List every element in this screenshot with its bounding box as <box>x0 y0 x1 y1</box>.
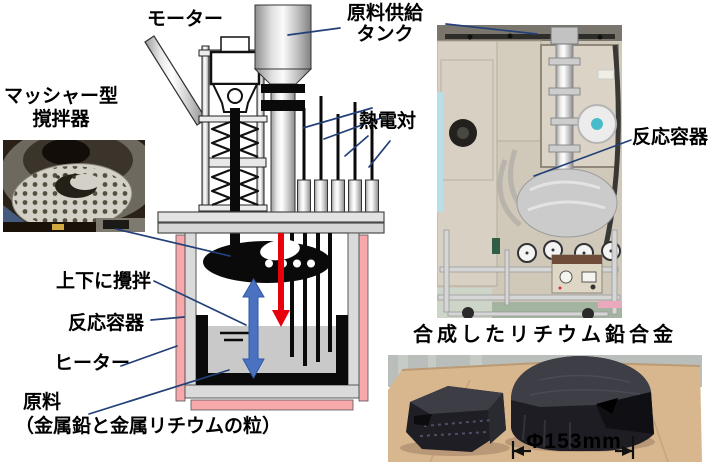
leader-thermo-4 <box>368 140 391 168</box>
leader-vessel <box>150 316 185 321</box>
cart-frame <box>437 229 621 317</box>
crucible <box>196 315 348 385</box>
alloy-diameter-label: Φ153mm <box>526 430 622 453</box>
thermocouple-label: 熱電対 <box>359 111 417 132</box>
reaction-vessel-label: 反応容器 <box>68 313 145 334</box>
apparatus-schematic <box>144 4 385 411</box>
leader-masher <box>115 228 231 257</box>
stirrer-shaft <box>230 108 240 258</box>
dimension-arrow <box>511 436 635 459</box>
supply-tank-label: 原料供給 タンク <box>346 3 423 45</box>
stir-up-down-label: 上下に攪拌 <box>56 271 152 292</box>
masher-stirrer-label: マッシャー型 撹拌器 <box>3 86 118 130</box>
motor-label: モーター <box>147 9 224 30</box>
leader-raw <box>88 369 230 415</box>
support-lever <box>144 35 207 126</box>
leader-tank-photo <box>445 23 538 35</box>
motor-assembly <box>209 36 261 113</box>
leader-thermo-2 <box>323 117 382 140</box>
leader-thermo-1 <box>302 107 373 129</box>
control-box <box>551 254 603 294</box>
feed-arrow <box>272 233 290 327</box>
leader-vessel-photo <box>533 139 632 177</box>
alloy-chunk-left <box>406 386 506 452</box>
raw-material-label: 原料 <box>23 392 62 413</box>
thermocouple-rods-in-vessel <box>290 233 332 366</box>
alloy-photo <box>388 355 702 462</box>
supply-tank <box>253 4 313 214</box>
leader-heater <box>120 345 178 367</box>
top-flange <box>157 211 385 234</box>
stir-arrow <box>242 278 265 380</box>
apparatus-photo <box>437 25 622 318</box>
heater-label: ヒーター <box>54 353 131 374</box>
leader-lines <box>88 23 632 415</box>
masher-stirrer-disc <box>203 239 331 283</box>
bellows <box>210 120 260 207</box>
leader-stir <box>153 280 247 326</box>
reaction-vessel-photo-label: 反応容器 <box>632 127 709 148</box>
raw-material-detail-label: （金属鉛と金属リチウムの粒） <box>15 416 282 437</box>
alloy-chunk-right <box>511 356 654 451</box>
leader-tank-schematic <box>287 27 341 36</box>
alloy-title: 合成したリチウム鉛合金 <box>413 324 677 346</box>
masher-stirrer-photo <box>3 140 145 232</box>
leader-thermo-3 <box>344 135 369 157</box>
thermocouple-rods <box>297 96 379 214</box>
